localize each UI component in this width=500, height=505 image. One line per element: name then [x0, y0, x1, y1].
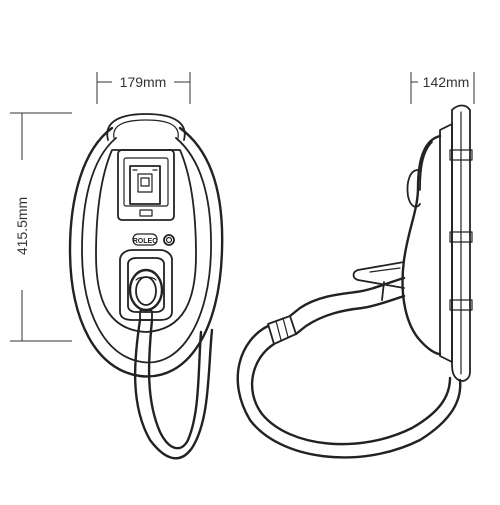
height-label: 415.5mm: [14, 197, 30, 255]
side-view: [236, 104, 473, 459]
height-dimension: 415.5mm: [10, 112, 72, 342]
front-view: ROLEC: [68, 113, 224, 460]
width-dimension: 179mm: [96, 72, 191, 104]
depth-label: 142mm: [423, 74, 470, 90]
logo-text: ROLEC: [133, 238, 158, 245]
depth-dimension: 142mm: [410, 72, 475, 104]
width-label: 179mm: [120, 74, 167, 90]
status-indicator: [163, 234, 175, 246]
